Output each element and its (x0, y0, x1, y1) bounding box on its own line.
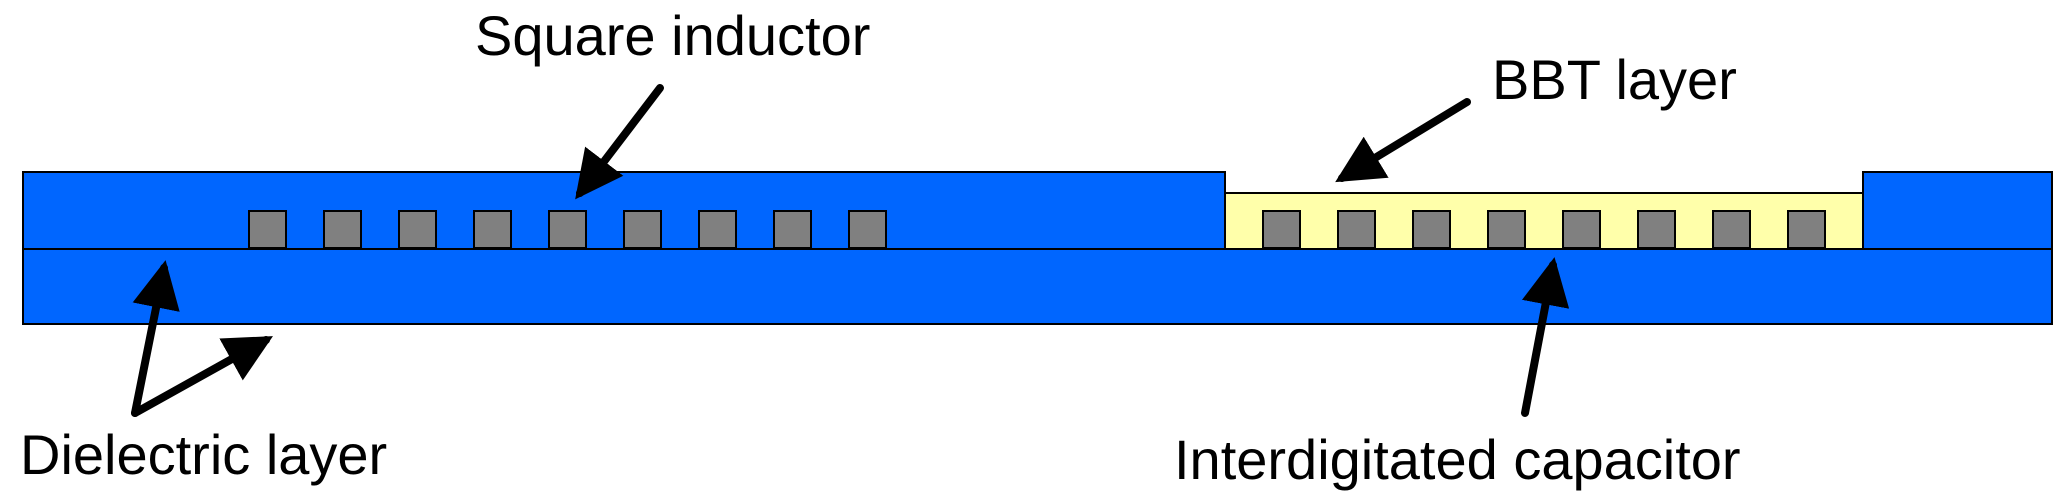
square-inductor-turns (248, 210, 887, 249)
inductor-turn (248, 210, 287, 249)
capacitor-finger (1412, 210, 1451, 249)
capacitor-finger (1637, 210, 1676, 249)
capacitor-finger (1787, 210, 1826, 249)
dielectric-layer-label: Dielectric layer (20, 423, 387, 486)
square-inductor-arrow (575, 84, 664, 200)
bottom-dielectric-layer (22, 248, 2053, 325)
capacitor-finger (1562, 210, 1601, 249)
square-inductor-label: Square inductor (475, 4, 870, 67)
layer-stack (22, 171, 2053, 325)
inductor-turn (773, 210, 812, 249)
capacitor-finger (1337, 210, 1376, 249)
interdigitated-capacitor-fingers (1262, 210, 1826, 249)
top-dielectric-layer-right (1862, 171, 2053, 250)
inductor-turn (698, 210, 737, 249)
inductor-turn (323, 210, 362, 249)
bbt-layer-arrow (1335, 98, 1471, 183)
inductor-turn (398, 210, 437, 249)
dielectric-arrow-top (131, 260, 180, 417)
interdigitated-capacitor-label: Interdigitated capacitor (1174, 428, 1741, 491)
inductor-turn (473, 210, 512, 249)
dielectric-arrow-bottom (131, 336, 273, 417)
capacitor-finger (1487, 210, 1526, 249)
capacitor-finger (1712, 210, 1751, 249)
inductor-turn (848, 210, 887, 249)
bbt-layer-region (1224, 192, 1864, 250)
inductor-turn (548, 210, 587, 249)
inductor-turn (623, 210, 662, 249)
annotation-arrows (131, 84, 1570, 417)
bbt-layer-label: BBT layer (1492, 48, 1737, 111)
interdigitated-capacitor-arrow (1521, 257, 1570, 417)
capacitor-finger (1262, 210, 1301, 249)
